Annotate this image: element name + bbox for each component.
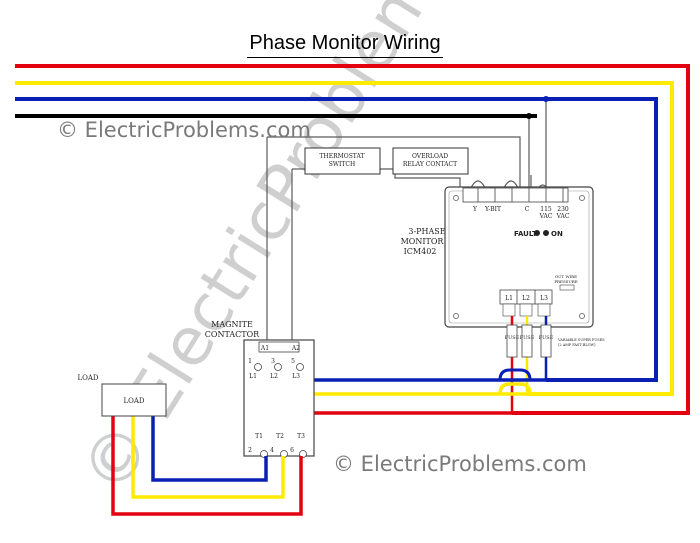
monitor-label-1: 3-PHASE: [408, 227, 445, 236]
contactor-l3: L3: [292, 373, 300, 380]
contactor-label-1: MAGNITE: [211, 320, 253, 329]
svg-text:VAC: VAC: [539, 213, 553, 220]
load-outer-label: LOAD: [77, 374, 98, 382]
monitor-l2-terminal: L2: [522, 295, 530, 302]
overload-relay-contact: OVERLOAD RELAY CONTACT: [392, 147, 469, 175]
overload-label-2: RELAY CONTACT: [403, 161, 457, 168]
thermostat-switch: THERMOSTAT SWITCH: [304, 147, 381, 175]
load-box: LOAD: [101, 383, 167, 417]
fuse-note-2: (2 AMP FAST BLOW): [558, 343, 596, 347]
contactor-label-2: CONTACTOR: [205, 330, 260, 339]
on-led: [543, 230, 549, 236]
load-num-4: 4: [270, 447, 274, 454]
thermostat-label-2: SWITCH: [329, 161, 355, 168]
feed-l2-yellow: [276, 372, 527, 396]
monitor-label-3: ICM402: [404, 247, 437, 256]
monitor-l3-terminal: L3: [540, 295, 548, 302]
fuse-label-1: FUSE: [505, 335, 520, 341]
monitor-taps: [266, 99, 549, 340]
on-label: ON: [551, 230, 563, 238]
line-num-5: 5: [291, 358, 295, 365]
line-num-3: 3: [271, 358, 275, 365]
monitor-terminal-y: Y: [472, 206, 478, 213]
monitor-label-2: MONITOR: [401, 237, 445, 246]
supply-l3-blue: [15, 97, 658, 382]
contactor-t3: T3: [297, 433, 305, 440]
fuse-note-1: VARIABLE SUPER FUSES: [557, 338, 605, 342]
coil-a2: A2: [291, 345, 300, 352]
copyright-top: © ElectricProblems.com: [57, 118, 311, 142]
load-inner-label: LOAD: [123, 397, 144, 405]
fault-label: FAULT: [514, 230, 537, 238]
copyright-bottom: © ElectricProblems.com: [333, 452, 587, 476]
monitor-terminal-115: 115: [540, 206, 552, 213]
thermostat-label-1: THERMOSTAT: [320, 153, 365, 160]
svg-text:VAC: VAC: [556, 213, 570, 220]
monitor-terminal-ybit: Y-BIT: [484, 206, 501, 213]
load-wire-blue: [151, 414, 268, 482]
load-wire-yellow: [131, 414, 285, 499]
overload-label-1: OVERLOAD: [412, 153, 448, 160]
phase-monitor-module: Y Y-BIT C 115 VAC 230 VAC FAULT ON OUT W…: [444, 186, 594, 328]
fuse-label-3: FUSE: [539, 335, 554, 341]
line-num-1: 1: [248, 358, 252, 365]
monitor-terminal-230: 230: [557, 206, 569, 213]
contactor-l1: L1: [249, 373, 257, 380]
contactor-l2: L2: [270, 373, 278, 380]
feed-l3-blue: [308, 372, 546, 382]
fuse-l2: [521, 324, 533, 358]
monitor-terminal-c: C: [525, 206, 530, 213]
fuse-l3: [540, 324, 552, 358]
load-wires: [111, 414, 303, 516]
load-num-6: 6: [290, 447, 294, 454]
page-title: Phase Monitor Wiring: [0, 32, 690, 58]
magnetic-contactor: A1 A2 1 3 5 L1 L2 L3 T1 T2 T3 2 4 6: [243, 339, 315, 458]
fuse-label-2: FUSE: [520, 335, 535, 341]
coil-a1: A1: [260, 345, 269, 352]
supply-l2-yellow: [15, 81, 674, 396]
supply-l1-red: [15, 64, 690, 415]
outwire-label: OUT WIRE: [555, 274, 577, 279]
monitor-l1-terminal: L1: [505, 295, 513, 302]
fuse-holders: FUSE FUSE FUSE: [505, 324, 554, 358]
fuse-l1: [506, 324, 518, 358]
contactor-t1: T1: [255, 433, 263, 440]
contactor-t2: T2: [276, 433, 284, 440]
load-num-2: 2: [248, 447, 252, 454]
svg-text:PRESSURE: PRESSURE: [554, 279, 577, 284]
load-wire-red: [111, 414, 303, 516]
supply-lines: [15, 64, 690, 415]
fault-led: [534, 230, 540, 236]
